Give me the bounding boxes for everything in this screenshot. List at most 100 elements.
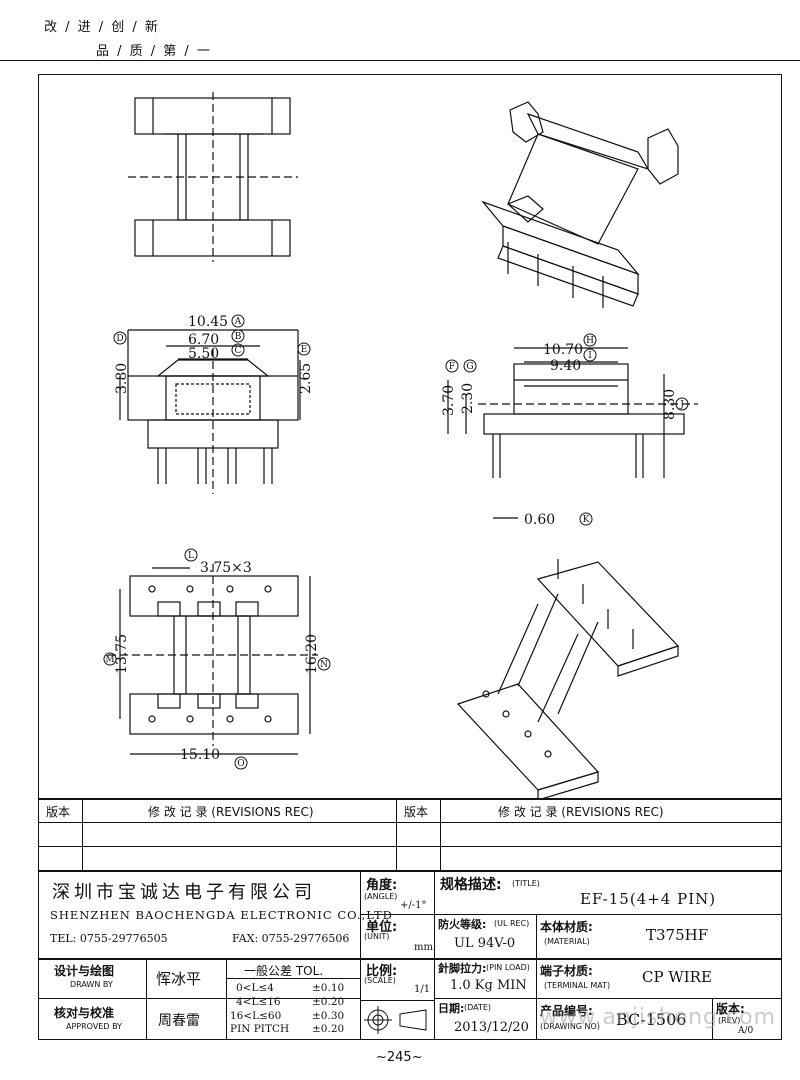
tolerance-title: 一般公差 TOL.: [244, 964, 324, 978]
material-label: 本体材质:: [540, 920, 593, 934]
date-label: 日期:: [438, 1002, 465, 1015]
tolerance-value-4: ±0.20: [312, 1023, 345, 1035]
terminal-value: CP WIRE: [642, 968, 712, 986]
approved-by-label: 核对与校准: [54, 1006, 115, 1020]
watermark: www.anjisheng.com: [539, 1005, 776, 1030]
revision-text-left: 修 改 记 录 (REVISIONS REC): [148, 805, 314, 819]
revision-label: 版本:: [716, 1002, 745, 1016]
revision-label-left: 版本: [46, 805, 71, 819]
fire-rating-label-en: (UL REC): [494, 919, 530, 928]
side-view: [447, 347, 698, 519]
slogan-line-1: 改 / 进 / 创 / 新: [44, 20, 160, 35]
angle-value: +/-1°: [400, 900, 427, 911]
projection-symbol: [364, 1006, 427, 1034]
revision-value: A/0: [738, 1026, 754, 1036]
callout-F: F: [449, 362, 455, 372]
slogan-line-2: 品 / 质 / 第 / 一: [96, 44, 212, 59]
unit-label-en: (UNIT): [364, 932, 390, 941]
front-view: [119, 329, 301, 494]
revision-label-en: (REV): [718, 1016, 741, 1025]
dim-L-value: 3.75×3: [200, 560, 252, 576]
callout-I: I: [588, 351, 592, 361]
callout-G: G: [466, 362, 473, 372]
dim-H-value: 10.70: [543, 342, 583, 358]
dim-J-value: 8.30: [662, 389, 678, 420]
tolerance-value-1: ±0.10: [312, 982, 345, 994]
tolerance-value-3: ±0.30: [312, 1010, 345, 1022]
dim-F-value: 3.70: [441, 385, 457, 416]
drawn-by-label-en: DRAWN BY: [70, 980, 113, 989]
dim-K-value: 0.60: [524, 512, 555, 528]
material-value: T375HF: [646, 926, 709, 944]
dim-O-value: 15.10: [180, 747, 220, 763]
scale-value: 1/1: [414, 984, 431, 995]
callout-L: L: [188, 551, 194, 561]
unit-value: mm: [414, 942, 433, 953]
drawn-by-label: 设计与绘图: [54, 964, 115, 978]
drawn-by-value: 恽冰平: [156, 970, 202, 988]
callout-D: D: [116, 334, 123, 344]
tolerance-range-2: 4<L≤16: [236, 996, 281, 1008]
callout-O: O: [237, 759, 244, 769]
date-label-en: (DATE): [464, 1003, 492, 1012]
callout-A: A: [234, 317, 242, 327]
iso-view-top: [481, 101, 679, 308]
callout-E: E: [301, 345, 308, 355]
drawing-no-label: 产品编号:: [540, 1004, 593, 1018]
dim-N-value: 16.20: [304, 634, 320, 674]
callout-K: K: [583, 515, 590, 525]
top-view: [128, 92, 298, 262]
fire-rating-label: 防火等级:: [438, 918, 487, 931]
terminal-label: 端子材质:: [540, 964, 593, 978]
company-name-cn: 深圳市宝诚达电子有限公司: [52, 882, 316, 903]
dim-M-value: 13.75: [114, 634, 130, 674]
callout-M: M: [105, 655, 114, 665]
drawing-no-label-en: (DRAWING NO): [540, 1022, 600, 1031]
title-value: EF-15(4+4 PIN): [580, 890, 717, 908]
fire-rating-value: UL 94V-0: [454, 936, 516, 951]
tolerance-range-3: 16<L≤60: [230, 1010, 282, 1022]
technical-drawing: 10.45 6.70 5.50 3.80 2.65 10.70 9.40 3.7…: [103, 92, 698, 798]
iso-view-bottom: [456, 559, 680, 798]
callout-B: B: [235, 332, 242, 342]
callout-J: J: [679, 400, 684, 410]
dim-B-value: 6.70: [188, 332, 219, 348]
callout-C: C: [235, 346, 242, 356]
callout-H: H: [586, 336, 594, 346]
angle-label-en: (ANGLE): [364, 892, 398, 901]
dim-C-value: 5.50: [188, 346, 219, 362]
revision-text-right: 修 改 记 录 (REVISIONS REC): [498, 805, 664, 819]
pin-load-value: 1.0 Kg MIN: [450, 978, 527, 993]
angle-label: 角度:: [366, 878, 398, 893]
terminal-label-en: (TERMINAL MAT): [544, 981, 611, 990]
dim-A-value: 10.45: [188, 314, 228, 330]
company-name-en: SHENZHEN BAOCHENGDA ELECTRONIC CO.,LTD: [50, 908, 393, 922]
company-fax: FAX: 0755-29776506: [232, 932, 350, 945]
dim-G-value: 2.30: [460, 383, 476, 414]
tolerance-range-1: 0<L≤4: [236, 982, 274, 994]
dim-E-value: 2.65: [298, 363, 314, 394]
scale-label: 比例:: [366, 964, 398, 979]
material-label-en: (MATERIAL): [544, 937, 590, 946]
date-value: 2013/12/20: [454, 1020, 529, 1035]
approved-by-label-en: APPROVED BY: [66, 1022, 123, 1031]
unit-label: 单位:: [366, 920, 398, 935]
pin-load-label-en: (PIN LOAD): [486, 963, 530, 972]
company-tel: TEL: 0755-29776505: [50, 932, 168, 945]
revision-label-right: 版本: [404, 805, 429, 819]
drawing-frame: [38, 74, 782, 1040]
bottom-view: [108, 564, 318, 755]
title-label-en: (TITLE): [512, 879, 540, 888]
drawing-no-value: BC-1506: [616, 1010, 687, 1029]
callout-N: N: [320, 660, 328, 670]
tolerance-value-2: ±0.20: [312, 996, 345, 1008]
tolerance-range-4: PIN PITCH: [230, 1023, 290, 1035]
dim-I-value: 9.40: [550, 358, 581, 374]
scale-label-en: (SCALE): [364, 976, 396, 985]
pin-load-label: 針脚拉力:: [438, 962, 487, 975]
header-rule: [0, 60, 800, 61]
title-label: 规格描述:: [440, 877, 502, 893]
approved-by-value: 周春雷: [158, 1013, 200, 1029]
dim-D-value: 3.80: [114, 363, 130, 394]
page-number: ~245~: [376, 1050, 423, 1065]
